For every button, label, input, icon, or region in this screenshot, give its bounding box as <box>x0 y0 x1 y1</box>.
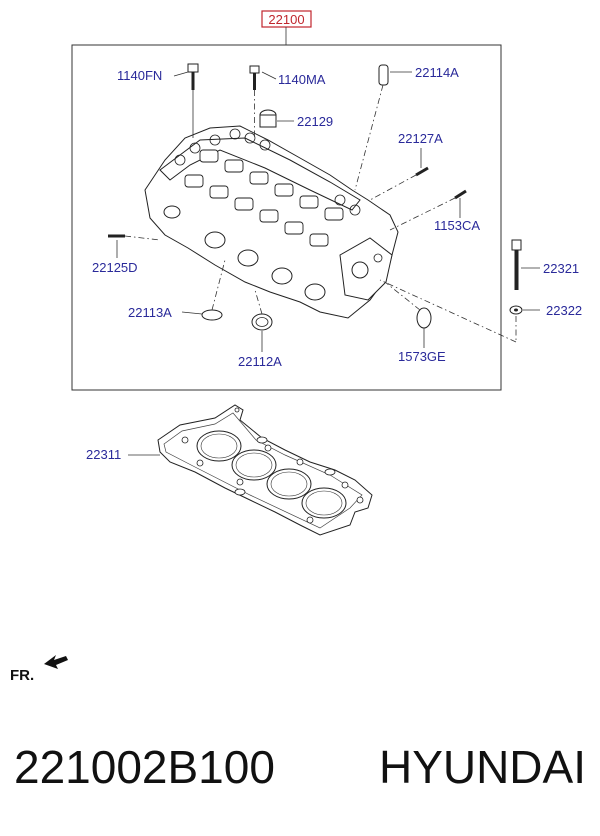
pin-1153ca-icon <box>389 189 467 231</box>
head-gasket-illustration <box>157 404 373 536</box>
label-1140ma[interactable]: 1140MA <box>278 72 326 87</box>
seal-22112a-icon <box>251 289 273 331</box>
cylinder-head-illustration <box>144 125 399 319</box>
dowel-22114a-icon <box>354 64 389 191</box>
seal-1573ge-icon <box>384 281 432 329</box>
label-22129[interactable]: 22129 <box>297 114 333 129</box>
label-22125d[interactable]: 22125D <box>92 260 138 275</box>
seal-22113a-icon <box>201 259 226 321</box>
plug-22129-icon <box>259 109 277 128</box>
front-arrow-icon <box>44 655 68 669</box>
label-1573ge[interactable]: 1573GE <box>398 349 446 364</box>
pin-22125d-icon <box>108 234 161 241</box>
head-bolt-22321-icon <box>511 239 522 290</box>
bolt-1140fn-icon <box>187 63 199 138</box>
main-part-highlight-box <box>261 10 312 28</box>
footer: 221002B100 HYUNDAI <box>0 740 600 810</box>
label-22112a[interactable]: 22112A <box>238 354 282 369</box>
label-22322[interactable]: 22322 <box>546 303 582 318</box>
label-22113a[interactable]: 22113A <box>128 305 172 320</box>
label-1153ca[interactable]: 1153CA <box>434 218 480 233</box>
label-22127a[interactable]: 22127A <box>398 131 443 146</box>
pin-22127a-icon <box>369 166 429 201</box>
main-part-label[interactable]: 22100 <box>268 12 304 27</box>
label-22321[interactable]: 22321 <box>543 261 579 276</box>
brand-name: HYUNDAI <box>378 741 586 793</box>
bolt-1140ma-icon <box>249 65 260 140</box>
part-number: 221002B100 <box>14 741 275 793</box>
label-1140fn[interactable]: 1140FN <box>117 68 162 83</box>
assembly-frame <box>71 44 502 391</box>
washer-22322-icon <box>379 279 523 343</box>
label-22114a[interactable]: 22114A <box>415 65 459 80</box>
front-direction-label: FR. <box>10 667 35 684</box>
label-22311[interactable]: 22311 <box>86 447 121 462</box>
